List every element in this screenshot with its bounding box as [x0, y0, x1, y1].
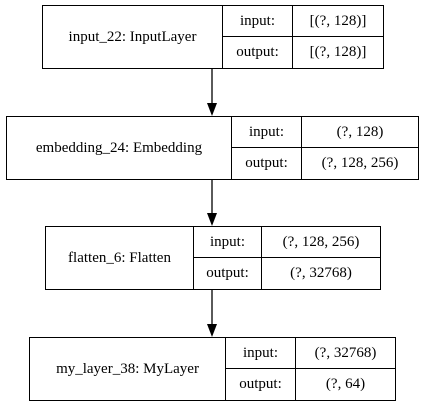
layer-name: embedding_24: Embedding: [7, 117, 232, 179]
output-shape: (?, 128, 256): [321, 155, 399, 171]
output-label: output:: [223, 37, 293, 68]
input-label: input:: [194, 227, 262, 258]
layer-node-flatten: flatten_6: Flatten input: (?, 128, 256) …: [45, 226, 381, 290]
layer-name: flatten_6: Flatten: [46, 227, 194, 289]
arrowhead-icon: [207, 213, 217, 226]
output-shape: (?, 32768): [290, 265, 352, 281]
input-shape: (?, 128, 256): [262, 227, 380, 258]
output-shape: [(?, 128)]: [309, 44, 367, 60]
input-shape: [(?, 128)]: [293, 6, 383, 37]
input-shape: (?, 32768): [296, 338, 395, 369]
layer-node-input: input_22: InputLayer input: [(?, 128)] o…: [42, 5, 384, 69]
output-label: output:: [226, 369, 296, 400]
input-label: input:: [223, 6, 293, 37]
input-label: input:: [226, 338, 296, 369]
input-shape: (?, 128): [302, 117, 418, 148]
input-label: input:: [232, 117, 302, 148]
layer-name: input_22: InputLayer: [43, 6, 223, 68]
layer-name: my_layer_38: MyLayer: [30, 338, 226, 400]
arrowhead-icon: [207, 103, 217, 116]
arrowhead-icon: [207, 324, 217, 337]
layer-node-mylayer: my_layer_38: MyLayer input: (?, 32768) o…: [29, 337, 396, 401]
output-label: output:: [232, 148, 302, 179]
output-shape: (?, 64): [325, 376, 366, 392]
output-label: output:: [194, 258, 262, 289]
layer-node-embedding: embedding_24: Embedding input: (?, 128) …: [6, 116, 419, 180]
